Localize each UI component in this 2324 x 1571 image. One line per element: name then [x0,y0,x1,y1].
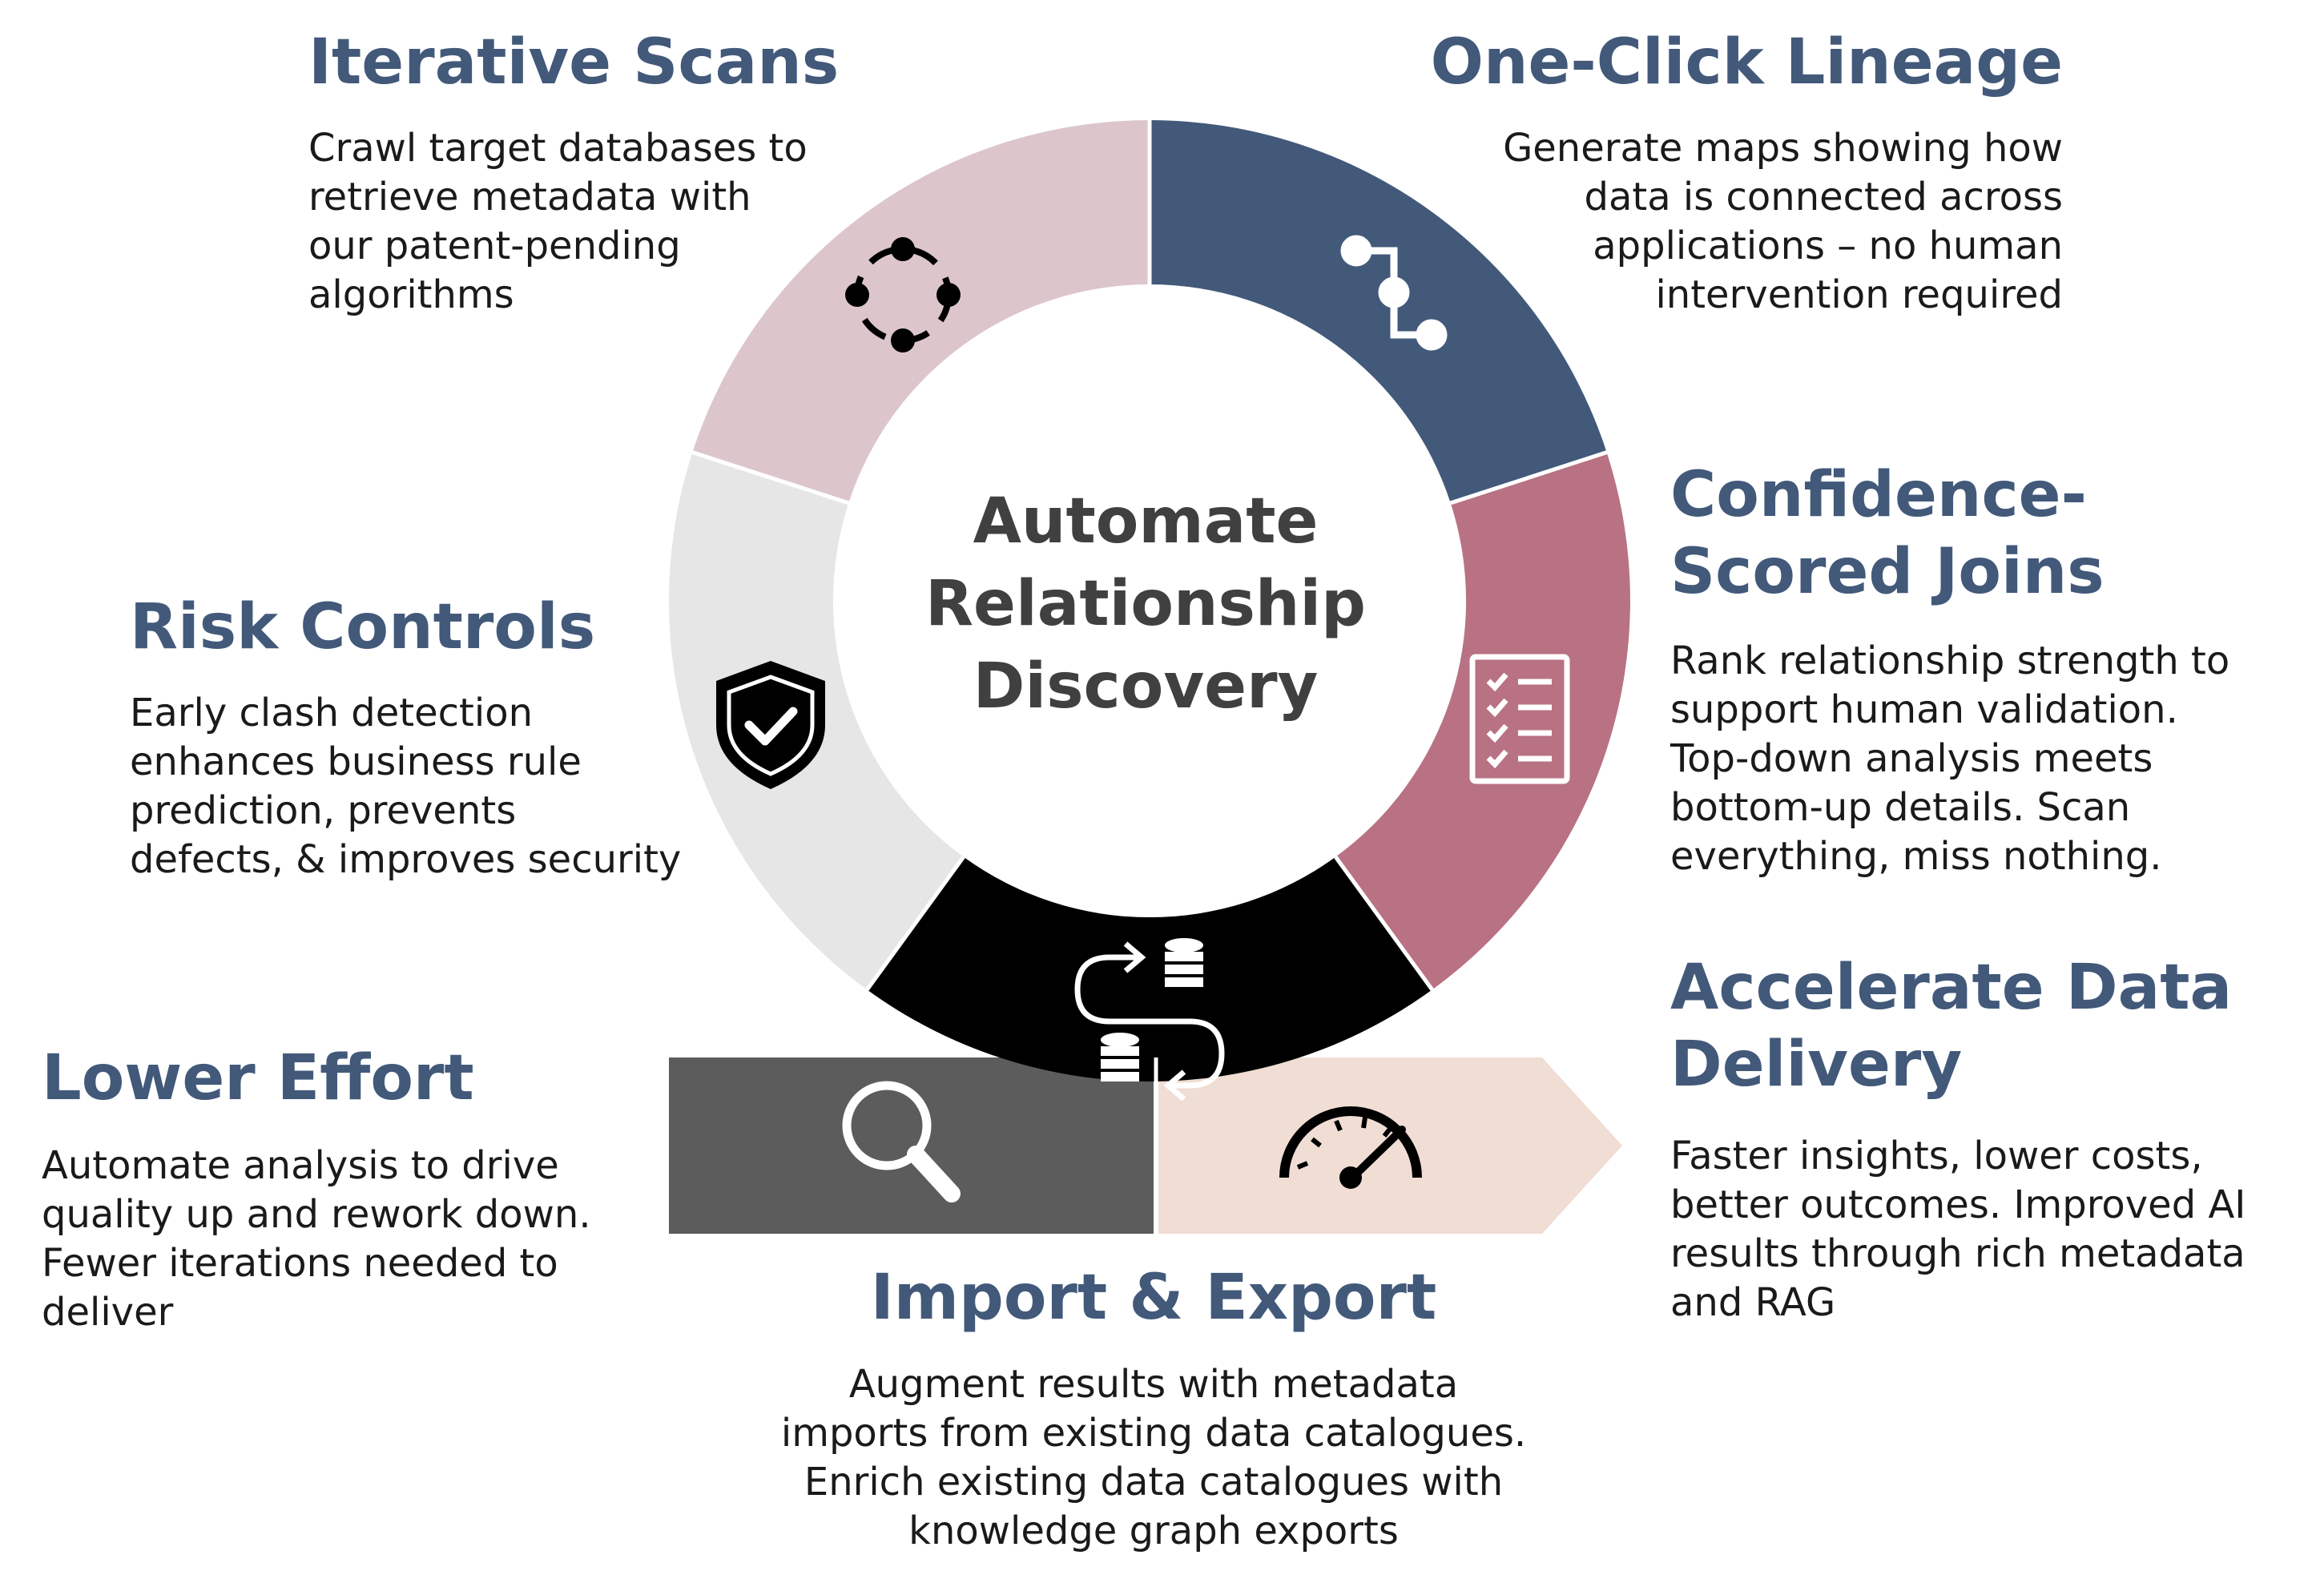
shield-check-icon [716,661,825,789]
description-line: Crawl target databases to [308,126,808,171]
title-line: Accelerate Data [1670,952,2233,1024]
accelerate-data-delivery-description: Faster insights, lower costs, better out… [1670,1132,2245,1327]
title-line: Confidence- [1670,459,2087,531]
description-line: applications – no human [1593,224,2063,268]
description-line: algorithms [308,272,514,317]
confidence-scored-joins-title: Confidence- Scored Joins [1670,457,2104,610]
title-line: Scored Joins [1670,536,2104,608]
center-title-line: Relationship [925,568,1366,640]
description-line: better outcomes. Improved AI [1670,1182,2246,1227]
center-title-line: Discovery [973,651,1319,723]
description-line: Rank relationship strength to [1670,638,2230,683]
description-line: Early clash detection [130,691,533,735]
center-title-line: Automate [973,485,1319,558]
description-line: Faster insights, lower costs, [1670,1134,2203,1178]
center-title: Automate Relationship Discovery [905,481,1386,728]
one-click-lineage-title: One-Click Lineage [1430,26,2063,99]
description-line: everything, miss nothing. [1670,834,2162,879]
ring-center [835,286,1464,916]
iterative-scans-title: Iterative Scans [308,26,840,99]
ring-segment-confidence-scored-joins [1335,452,1630,990]
ring-segment-import-export [867,856,1432,1082]
risk-controls-description: Early clash detection enhances business … [130,689,681,884]
lower-effort-title: Lower Effort [42,1042,474,1114]
description-line: imports from existing data catalogues. [780,1411,1527,1456]
description-line: defects, & improves security [130,837,682,882]
description-line: enhances business rule [130,739,582,784]
import-export-title: Import & Export [870,1262,1437,1334]
description-line: support human validation. [1670,687,2178,732]
description-line: deliver [42,1290,174,1335]
description-line: knowledge graph exports [908,1509,1399,1553]
description-line: Automate analysis to drive [42,1143,559,1188]
lower-effort-arrow-segment [669,1057,1154,1234]
description-line: prediction, prevents [130,788,517,833]
description-line: bottom-up details. Scan [1670,785,2131,830]
description-line: data is connected across [1584,175,2063,220]
description-line: our patent-pending [308,224,681,268]
accelerate-data-delivery-title: Accelerate Data Delivery [1670,949,2232,1103]
confidence-scored-joins-description: Rank relationship strength to support hu… [1670,637,2229,881]
iterative-scans-description: Crawl target databases to retrieve metad… [308,124,808,320]
ring-segment-iterative-scans [692,120,1150,503]
checklist-icon [1469,654,1570,784]
import-export-description: Augment results with metadata imports fr… [673,1360,1634,1556]
description-line: Augment results with metadata [848,1362,1459,1407]
title-line: Delivery [1670,1029,1963,1101]
speedometer-icon [1279,1106,1422,1189]
description-line: intervention required [1655,272,2063,317]
scan-nodes-icon [845,237,961,352]
database-exchange-icon [1074,938,1225,1102]
lower-effort-description: Automate analysis to drive quality up an… [42,1142,591,1337]
ring-separators [691,120,1608,1234]
description-line: retrieve metadata with [308,175,751,220]
one-click-lineage-description: Generate maps showing how data is connec… [1394,124,2063,320]
description-line: and RAG [1670,1280,1836,1325]
description-line: quality up and rework down. [42,1192,591,1237]
description-line: results through rich metadata [1670,1231,2245,1276]
description-line: Enrich existing data catalogues with [804,1460,1504,1505]
magnifier-icon [842,1081,961,1202]
description-line: Fewer iterations needed to [42,1241,558,1286]
description-line: Generate maps showing how [1503,126,2063,171]
description-line: Top-down analysis meets [1670,736,2153,781]
risk-controls-title: Risk Controls [130,591,596,663]
lineage-path-icon [1340,235,1448,351]
ring-segment-one-click-lineage [1150,120,1607,503]
